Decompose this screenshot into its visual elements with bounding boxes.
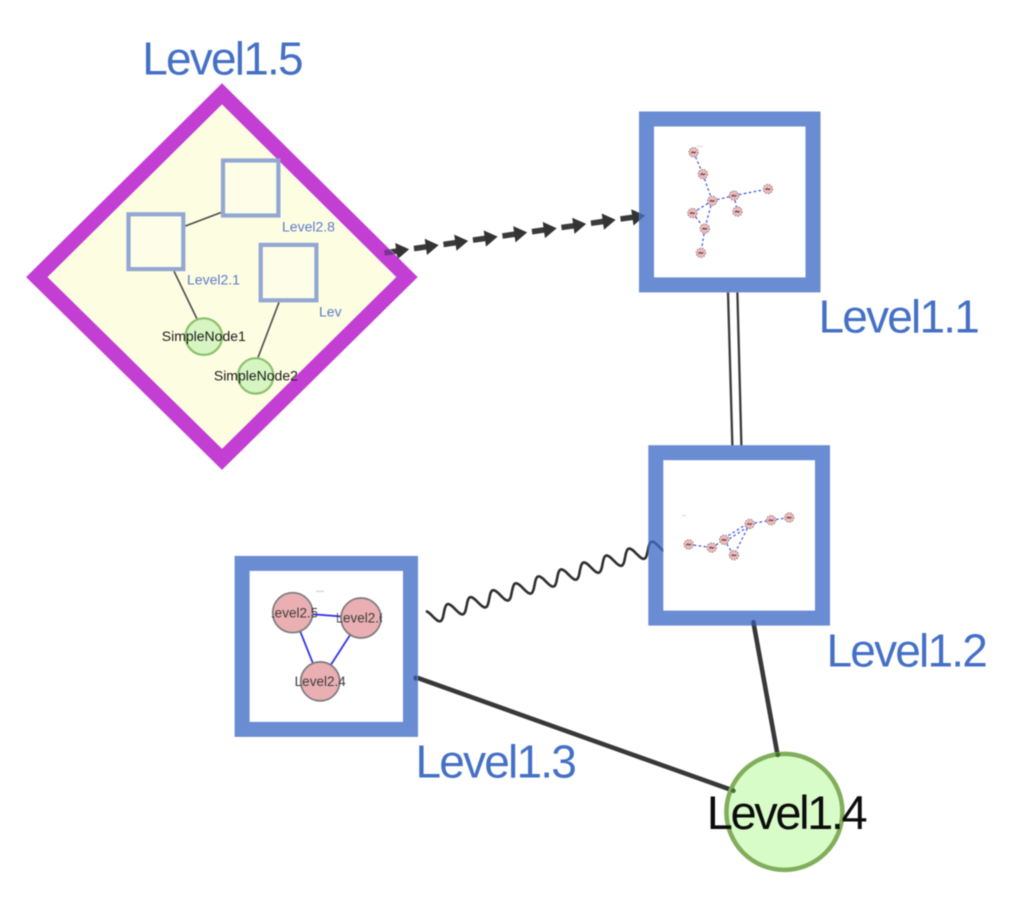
svg-text:Level2.4: Level2.4 [295,674,347,689]
svg-text:Level1.4: Level1.4 [707,786,867,839]
svg-text:Level2.1: Level2.1 [187,271,240,287]
svg-text:Level2.6: Level2.6 [335,611,386,626]
svg-text:Level1.3: Level1.3 [416,736,576,788]
svg-text:Level1.5: Level1.5 [142,33,302,85]
svg-text:Level1.1: Level1.1 [819,291,979,343]
svg-text:Lev: Lev [319,304,342,320]
svg-text:Level2.8: Level2.8 [282,219,335,235]
svg-text:SimpleNode1: SimpleNode1 [162,328,246,344]
svg-text:Level1.2: Level1.2 [827,625,987,677]
svg-text:Level2.5: Level2.5 [267,606,318,621]
svg-text:SimpleNode2: SimpleNode2 [214,368,298,384]
